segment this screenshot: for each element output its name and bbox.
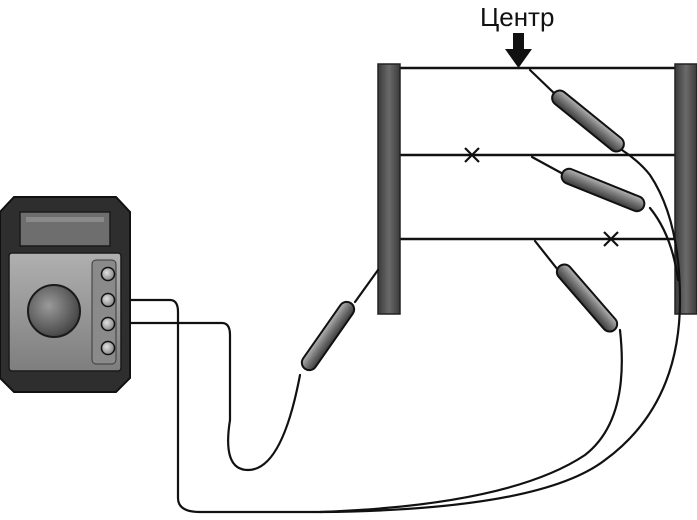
- lead-left-probe-tip: [353, 268, 380, 304]
- probe-tip-middle: [530, 155, 567, 177]
- probe-top: [551, 89, 625, 153]
- probe-left: [300, 300, 356, 372]
- jack-3: [100, 316, 116, 332]
- left-post: [377, 63, 401, 315]
- dial-knob: [27, 284, 81, 338]
- jack-2: [100, 292, 116, 308]
- probe-bottom: [555, 263, 619, 333]
- x-mark-icon: [464, 147, 480, 163]
- test-leads: [118, 68, 682, 514]
- conductor-wires: [400, 66, 677, 241]
- lead-branch-middle: [648, 206, 680, 282]
- center-label: Центр: [480, 2, 554, 32]
- jack-1: [100, 266, 116, 282]
- jack-4: [100, 340, 116, 356]
- probe-tip-top: [528, 68, 558, 97]
- lead-outer: [118, 148, 682, 514]
- x-mark-icon: [603, 231, 619, 247]
- probe-tip-bottom: [533, 239, 560, 272]
- arrow-down-icon: [505, 33, 532, 68]
- lead-inner: [318, 328, 623, 514]
- multimeter: [0, 196, 131, 393]
- right-post: [674, 63, 697, 315]
- probe-middle: [560, 167, 646, 213]
- lead-left-post: [118, 321, 302, 472]
